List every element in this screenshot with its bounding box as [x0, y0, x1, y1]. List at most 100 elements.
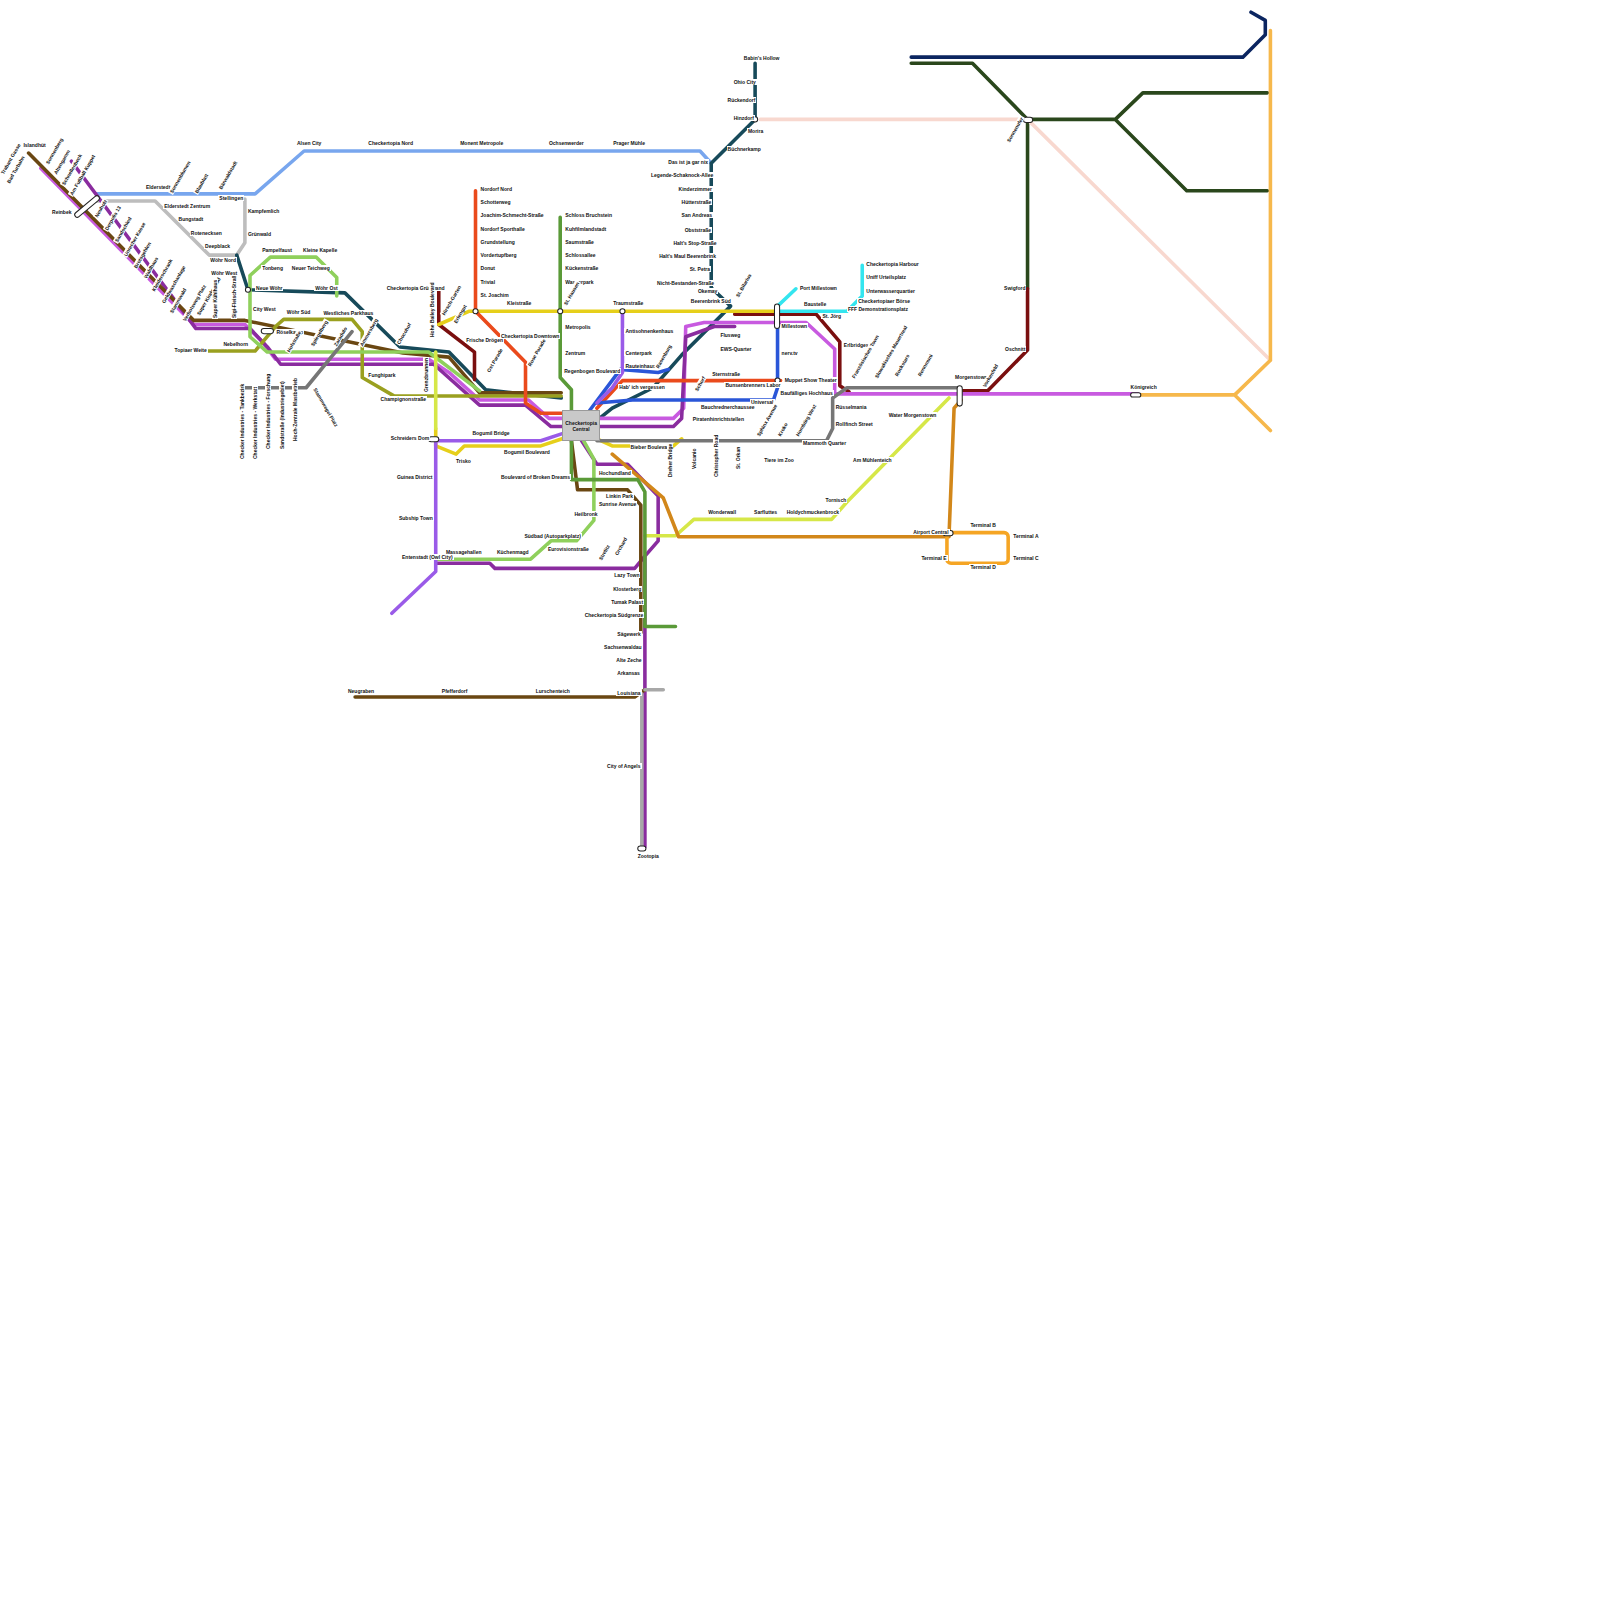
station-label: Kampfemlich [247, 208, 280, 214]
station-label: Zentrum [564, 350, 586, 356]
station-label: Funghipark [367, 372, 396, 378]
station-label: Rockstars [893, 353, 911, 379]
station-label: Terminal A [1012, 533, 1039, 539]
station-label: Baufälliges Hochhaus [780, 390, 834, 396]
station-label: Regenbogen Boulevard [563, 368, 621, 374]
station-label: Donut [480, 265, 496, 271]
station-label: Hoch-Zentrale Mastbetrieb [292, 377, 298, 442]
station-label: Kückenstraße [564, 265, 599, 271]
station-label: Grundstellung [480, 239, 516, 245]
station-label: Grenzbrunnen [423, 357, 429, 393]
station-label: Sandstraße (Industriegebiet) [279, 380, 285, 450]
station-label: St. Orkan [735, 446, 741, 470]
station-label: Checkertopia Nord [367, 140, 414, 146]
station-label: Metropolis [564, 324, 591, 330]
station-label: Schlossallee [564, 252, 596, 258]
station-label: Topiaer Weite [173, 347, 207, 353]
station-label: Erlbridges [843, 342, 870, 348]
station-label: Entenstadt (Owl City) [401, 554, 454, 560]
station-label: Holdychmuckenbrock [786, 509, 840, 515]
station-label: Checker Industries - Werkstatt [252, 386, 258, 460]
station-label: Checkertopia Downtown [500, 333, 560, 339]
station-label: Elderstedt Zentrum [163, 203, 211, 209]
station-label: Ohio City [733, 79, 757, 85]
station-label: Sigi-Fleisch-Straße [231, 272, 237, 319]
station-label: Dreher Bridge [667, 443, 673, 478]
station-label: Bogumil Bridge [471, 430, 510, 436]
station-label: Vordertupfberg [480, 252, 518, 258]
station-label: Lazy Town [613, 572, 640, 578]
station-label: Universal [750, 399, 775, 405]
station-label: Heilbronk [573, 511, 598, 517]
station-label: Louisiana [616, 690, 641, 696]
station-label: Westliches Parkhaus [322, 310, 374, 316]
station-label: Unterwasserquartier [865, 288, 916, 294]
station-label: Sachsenwaldau [603, 644, 643, 650]
station-label: Wöhr West [210, 270, 238, 276]
station-label: Sternstraße [711, 371, 741, 377]
station-label: Neugraben [347, 688, 375, 694]
station-label: Kleine Kapelle [302, 247, 338, 253]
station-label: Am Mühlenteich [852, 457, 893, 463]
station-label: Hab' ich vergessen [618, 384, 665, 390]
station-label: Bogumil Boulevard [503, 449, 551, 455]
station-label: Frische Drögen [465, 337, 504, 343]
station-label: St. Jörg [821, 313, 842, 319]
station-label: Kroko [775, 420, 788, 437]
station-label: Bauchrednerchaussee [700, 404, 756, 410]
station-label: Halt's Stop-Straße [672, 240, 717, 246]
station-label: Rotenecksen [190, 230, 223, 236]
station-label: Zootopia [637, 853, 660, 859]
station-label: Millestown [781, 323, 809, 329]
station-label: City West [252, 306, 277, 312]
station-label: Das ist ja gar nix [667, 159, 709, 165]
station-label: Hohe Bailey Boulevard [429, 281, 435, 337]
station-label: Hütterstraße [681, 199, 713, 205]
station-label: City of Angels [606, 763, 641, 769]
station-label: Muppet Show Theater [784, 377, 838, 383]
station-label: Antisohnenkenhaus [624, 328, 674, 334]
station-label: Schorf [693, 374, 707, 392]
station-label: Küchenmagd [496, 549, 530, 555]
station-label: Sunrise Avenue [598, 501, 637, 507]
station-label: Trivial [480, 279, 496, 285]
station-label: Kinderzimmer [678, 186, 713, 192]
station-label: Südbad (Autoparkplatz) [523, 533, 581, 539]
station-label: Deepblack [204, 243, 231, 249]
station-box: Checkertopia Central [562, 410, 600, 441]
station-label: Eurovisionstraße [547, 546, 590, 552]
station-label: Bungstadt [178, 216, 205, 222]
station-label: Schloss Bruchstein [564, 212, 613, 218]
station-label: Wöhr Süd [286, 309, 312, 315]
station-label: Obststraße [684, 227, 712, 233]
station-label: nerv.tv [781, 350, 799, 356]
station-label: Rennmuni [916, 353, 934, 379]
station-label: Neuer Teichweg [291, 265, 331, 271]
station-label: Boulevard of Broken Dreams [500, 474, 571, 480]
station-label: Pfefferdorf [441, 688, 469, 694]
station-label: Rückendorf [727, 97, 757, 103]
station-label: Wöhr Ost [314, 285, 339, 291]
station-label: Legende-Schaknock-Allee [650, 172, 714, 178]
station-label: Alsen City [296, 140, 322, 146]
station-label: Terminal B [969, 522, 996, 528]
station-label: Kuhfilmlandstadt [564, 226, 607, 232]
station-name: Checkertopia Central [565, 420, 597, 432]
station-label: Pampelfaust [261, 247, 293, 253]
station-label: Arkansas [616, 670, 641, 676]
station-label: Beerenbrink Süd [690, 298, 732, 304]
station-label: Tiere im Zoo [763, 457, 795, 463]
station-label: Ochsenwerder [548, 140, 585, 146]
station-label: Joachim-Schmecht-Straße [480, 212, 545, 218]
station-label: Volcanio [691, 448, 697, 470]
station-label: Swigford [1003, 285, 1026, 291]
station-label: Klosterberg [612, 586, 642, 592]
station-label: Hochundland [598, 470, 632, 476]
station-label: Linkin Park [605, 493, 634, 499]
station-label: Stellingen [218, 195, 244, 201]
station-label: Strelitz [597, 543, 612, 562]
station-label: Nordorf Nord [480, 186, 513, 192]
station-label: Flusweg [719, 332, 741, 338]
station-label: Traumstraße [612, 300, 644, 306]
station-label: Super Kühlhaus [212, 279, 218, 319]
